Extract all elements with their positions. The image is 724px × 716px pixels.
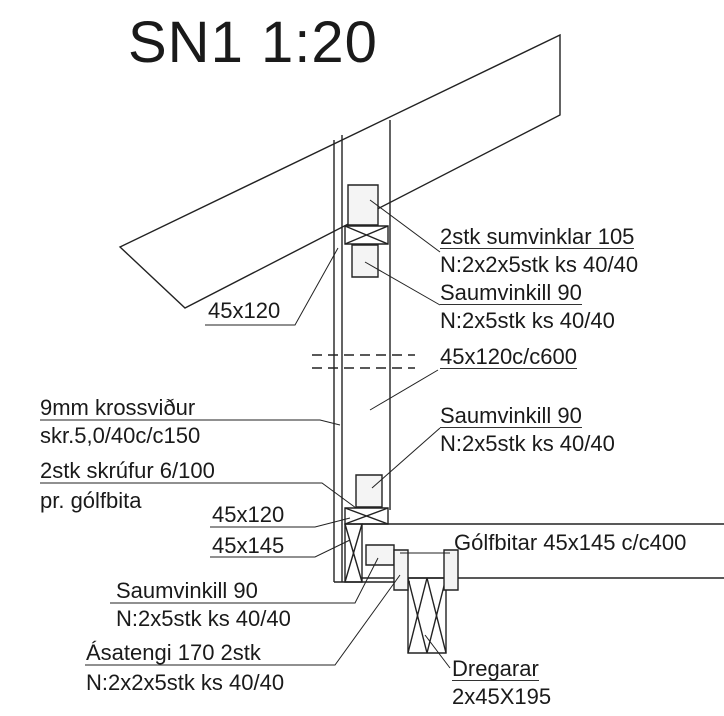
label-dregarar: Dregarar	[452, 656, 539, 681]
connector-plate	[348, 185, 378, 225]
label-saumvinkill-top-nails: N:2x5stk ks 40/40	[440, 308, 615, 333]
label-saumvinkill-top: Saumvinkill 90	[440, 280, 582, 305]
roof-panel	[120, 35, 560, 308]
leader-line	[365, 262, 440, 305]
label-studs: 45x120c/c600	[440, 344, 577, 369]
top-plate-cross	[345, 226, 388, 244]
drawing-title: SN1 1:20	[128, 10, 378, 75]
connector-plate	[444, 550, 458, 590]
rim-cross	[345, 524, 362, 582]
leader-line	[370, 370, 438, 410]
label-saumvinkill-low: Saumvinkill 90	[116, 578, 258, 603]
label-top-plate: 45x120	[208, 298, 281, 323]
leader-line	[40, 483, 356, 508]
leader-line	[110, 558, 378, 603]
label-plywood: 9mm krossviður	[40, 395, 196, 420]
leader-line	[210, 540, 350, 557]
beam-cross	[427, 578, 446, 653]
leader-line	[370, 200, 440, 252]
label-saumvinkill-mid: Saumvinkill 90	[440, 403, 582, 428]
top-plate-block	[345, 226, 388, 244]
beam	[408, 578, 446, 653]
label-screws-per: pr. gólfbita	[40, 488, 142, 513]
label-sumvinklar-105-nails: N:2x2x5stk ks 40/40	[440, 252, 639, 277]
leader-line	[210, 518, 350, 527]
beam-cross	[408, 578, 427, 653]
connector-plate	[352, 245, 378, 277]
leader-line	[205, 248, 338, 325]
leader-line	[40, 420, 340, 425]
label-rim: 45x145	[212, 533, 285, 558]
leader-line	[425, 635, 450, 668]
connector-plate	[356, 475, 382, 507]
label-saumvinkill-mid-nails: N:2x5stk ks 40/40	[440, 431, 615, 456]
label-asatengi-nails: N:2x2x5stk ks 40/40	[86, 670, 285, 695]
label-floor-joists: Gólfbitar 45x145 c/c400	[454, 530, 687, 555]
connector-plate	[366, 545, 394, 565]
label-screws: 2stk skrúfur 6/100	[40, 458, 215, 483]
leader-line	[85, 575, 400, 665]
leader-line	[372, 428, 440, 488]
label-sumvinklar-105: 2stk sumvinklar 105	[440, 224, 635, 249]
label-dregarar-size: 2x45X195	[452, 684, 552, 709]
connector-plate	[394, 550, 408, 590]
label-sole-plate: 45x120	[212, 502, 285, 527]
label-asatengi: Ásatengi 170 2stk	[86, 640, 261, 665]
label-plywood-screws: skr.5,0/40c/c150	[40, 423, 201, 448]
label-saumvinkill-low-nails: N:2x5stk ks 40/40	[116, 606, 291, 631]
sole-plate-cross	[345, 508, 388, 524]
